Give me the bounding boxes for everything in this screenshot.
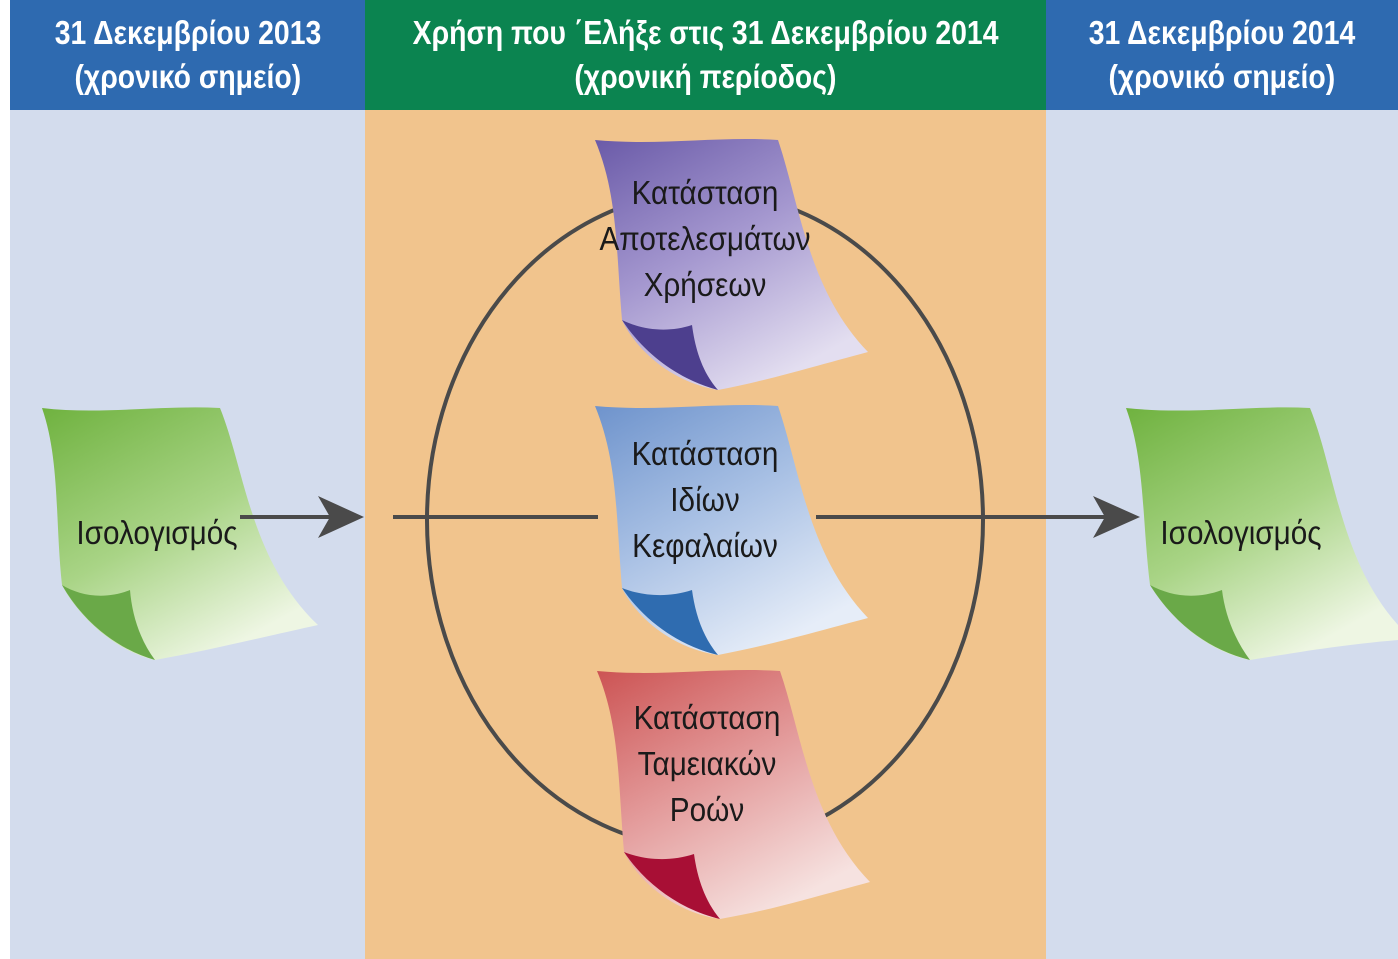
document-icon: [597, 670, 870, 919]
document-icon: [595, 139, 868, 390]
cashflow-statement-line2: Ταμειακών: [637, 745, 777, 782]
right-header: 31 Δεκεμβρίου 2014 (χρονικό σημείο): [1046, 0, 1398, 110]
equity-statement-label: Κατάσταση Ιδίων Κεφαλαίων: [575, 431, 835, 569]
cashflow-statement-line1: Κατάσταση: [633, 699, 781, 736]
left-header-date: 31 Δεκεμβρίου 2013: [54, 14, 321, 51]
cashflow-statement-label: Κατάσταση Ταμειακών Ροών: [577, 695, 837, 833]
equity-statement-line1: Κατάσταση: [631, 435, 779, 472]
document-icon: [595, 405, 868, 655]
middle-header-note: (χρονική περίοδος): [574, 58, 837, 95]
left-header-note: (χρονικό σημείο): [74, 58, 301, 95]
equity-statement-line2: Ιδίων: [670, 481, 740, 518]
document-icon: [42, 407, 318, 660]
cashflow-statement-line3: Ροών: [669, 791, 745, 828]
income-statement-line3: Χρήσεων: [643, 266, 767, 303]
balance-sheet-left-label: Ισολογισμός: [76, 514, 238, 551]
left-header: 31 Δεκεμβρίου 2013 (χρονικό σημείο): [10, 0, 365, 110]
middle-header: Χρήση που ΄Ελήξε στις 31 Δεκεμβρίου 2014…: [365, 0, 1046, 110]
document-icon: [1126, 407, 1398, 660]
right-header-note: (χρονικό σημείο): [1108, 58, 1336, 95]
balance-sheet-right-label: Ισολογισμός: [1160, 514, 1322, 551]
income-statement-line2: Αποτελεσμάτων: [599, 220, 811, 257]
middle-header-period: Χρήση που ΄Ελήξε στις 31 Δεκεμβρίου 2014: [412, 14, 999, 51]
income-statement-label: Κατάσταση Αποτελεσμάτων Χρήσεων: [575, 170, 835, 308]
equity-statement-line3: Κεφαλαίων: [632, 527, 778, 564]
arrow-right-icon: [318, 496, 364, 538]
arrow-right-icon: [1093, 496, 1140, 538]
income-statement-line1: Κατάσταση: [631, 174, 779, 211]
right-header-date: 31 Δεκεμβρίου 2014: [1088, 14, 1356, 51]
